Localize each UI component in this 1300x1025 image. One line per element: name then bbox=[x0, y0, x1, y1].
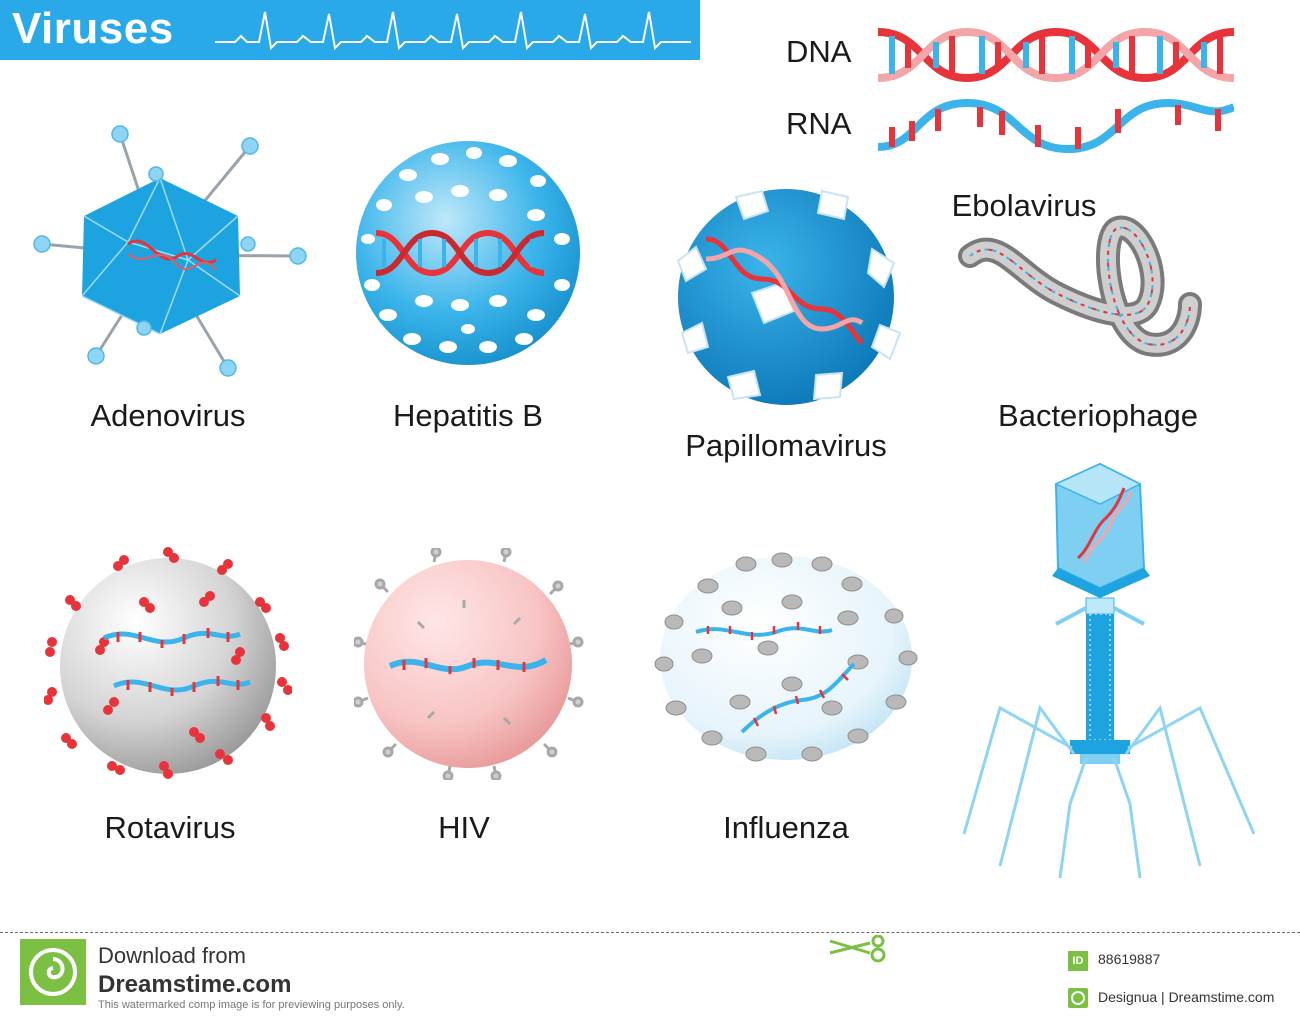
header-banner: Viruses bbox=[0, 0, 700, 60]
hepatitis-b-illustration bbox=[356, 141, 580, 365]
id-badge-icon: ID bbox=[1068, 951, 1088, 971]
hiv-label: HIV bbox=[438, 810, 490, 845]
author-credit-text: Designua | Dreamstime.com bbox=[1098, 989, 1275, 1005]
page-title: Viruses bbox=[12, 4, 174, 53]
rotavirus-label: Rotavirus bbox=[104, 810, 236, 845]
legend-rna-label: RNA bbox=[786, 106, 852, 141]
influenza-label: Influenza bbox=[723, 810, 849, 845]
rotavirus-illustration bbox=[44, 547, 292, 779]
adenovirus-illustration bbox=[33, 125, 307, 377]
copyright-badge-icon bbox=[1068, 988, 1088, 1008]
hiv-illustration bbox=[354, 548, 584, 780]
papillomavirus-illustration bbox=[676, 189, 902, 405]
dna-helix-icon bbox=[878, 27, 1234, 83]
dreamstime-logo bbox=[20, 939, 86, 1005]
footer-watermark-bar: Download from Dreamstime.com This waterm… bbox=[0, 932, 1300, 1025]
hepatitis-b-label: Hepatitis B bbox=[393, 398, 543, 433]
legend-dna-label: DNA bbox=[786, 34, 852, 69]
bacteriophage-label: Bacteriophage bbox=[998, 398, 1198, 433]
site-name-link[interactable]: Dreamstime.com bbox=[98, 971, 292, 998]
bacteriophage-illustration bbox=[962, 462, 1256, 878]
swirl-logo-icon bbox=[29, 948, 77, 996]
disclaimer-text: This watermarked comp image is for previ… bbox=[98, 999, 405, 1011]
adenovirus-label: Adenovirus bbox=[90, 398, 246, 433]
influenza-illustration bbox=[654, 552, 918, 762]
papillomavirus-label: Papillomavirus bbox=[685, 428, 887, 463]
ecg-line-icon bbox=[215, 11, 691, 51]
scissors-icon bbox=[829, 935, 886, 963]
rna-strand-icon bbox=[878, 98, 1234, 154]
download-from-text: Download from bbox=[98, 943, 246, 968]
ebolavirus-illustration bbox=[958, 215, 1202, 357]
ebolavirus-label: Ebolavirus bbox=[951, 188, 1097, 223]
image-id-number: 88619887 bbox=[1098, 951, 1161, 967]
